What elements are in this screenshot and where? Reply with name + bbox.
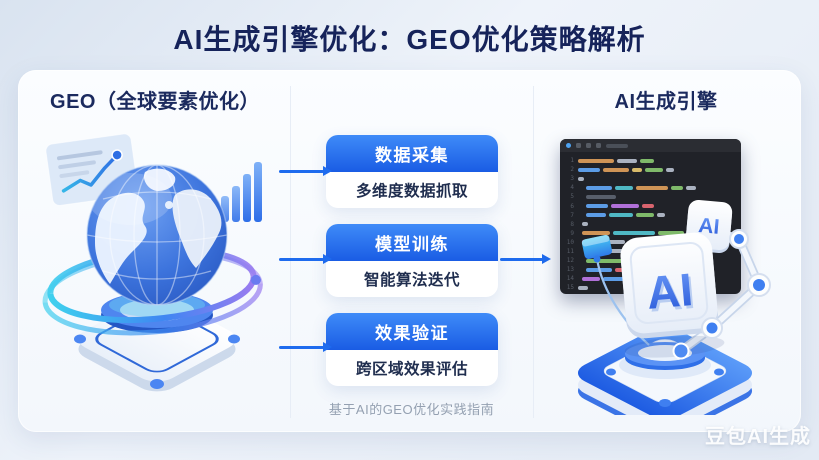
step-model-training: 模型训练 智能算法迭代 [326,224,498,297]
editor-menu-icon [596,143,601,148]
page-title: AI生成引擎优化：GEO优化策略解析 [173,24,646,55]
step-description: 跨区域效果评估 [355,361,468,378]
flow-arrow-icon [279,170,324,173]
ai-engine-panel-title: AI生成引擎 [614,90,718,113]
editor-tab-pill [606,143,628,148]
step-title: 模型训练 [326,224,498,261]
flow-arrow-icon [279,346,324,349]
step-title: 数据采集 [326,135,498,172]
editor-menu-icon [576,143,581,148]
step-description: 智能算法迭代 [363,272,460,289]
editor-titlebar [560,139,741,152]
panel-divider-left [290,86,291,418]
watermark: 豆包AI生成 [705,426,811,448]
step-data-collection: 数据采集 多维度数据抓取 [326,135,498,208]
editor-app-icon [566,143,571,148]
footer-caption: 基于AI的GEO优化实践指南 [328,402,495,417]
step-description: 多维度数据抓取 [355,183,468,200]
editor-menu-icon [586,143,591,148]
step-title: 效果验证 [326,313,498,350]
flow-arrow-icon [279,258,324,261]
geo-panel-title: GEO（全球要素优化） [50,90,260,113]
flow-arrow-icon [500,258,543,261]
panel-divider-right [533,86,534,418]
step-effect-validation: 效果验证 跨区域效果评估 [326,313,498,386]
